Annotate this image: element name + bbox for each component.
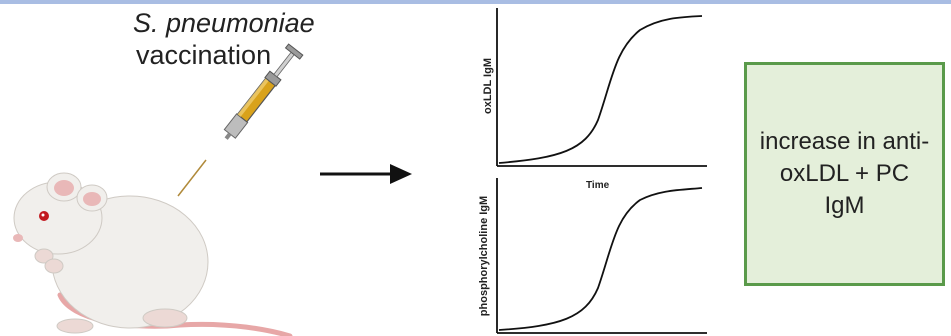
result-text: increase in anti-oxLDL + PC IgM bbox=[759, 128, 930, 219]
plot-phosphorylcholine bbox=[496, 178, 707, 334]
plot-pc-ylabel: phosphorylcholine IgM bbox=[478, 195, 490, 317]
vaccination-label: vaccination bbox=[136, 40, 272, 70]
plot-oxldl-curve bbox=[498, 15, 703, 164]
plot-oxldl bbox=[496, 8, 707, 167]
mouse-icon bbox=[13, 172, 293, 336]
plot-pc-curve bbox=[498, 187, 703, 331]
result-box: increase in anti-oxLDL + PC IgM bbox=[744, 62, 945, 286]
plot-oxldl-ylabel: oxLDL IgM bbox=[482, 58, 494, 115]
organism-label: S. pneumoniae bbox=[133, 8, 315, 38]
top-border bbox=[0, 0, 951, 4]
syringe-icon bbox=[177, 43, 304, 197]
process-arrow bbox=[320, 164, 412, 184]
plot-oxldl-xlabel: Time bbox=[586, 180, 610, 191]
